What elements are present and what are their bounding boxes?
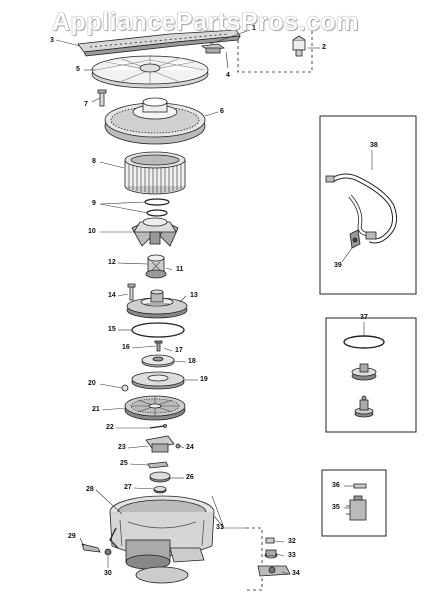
callout-36: 36 bbox=[332, 482, 340, 489]
leader-lines bbox=[55, 29, 373, 575]
part-drain-hose-clamp bbox=[81, 543, 112, 556]
callout-33: 33 bbox=[288, 552, 296, 559]
part-pump-cover bbox=[91, 55, 209, 89]
callout-39: 39 bbox=[334, 262, 342, 269]
part-bracket bbox=[200, 43, 226, 54]
part-screw bbox=[97, 89, 107, 107]
part-filter-disc bbox=[124, 395, 186, 421]
callout-2: 2 bbox=[322, 44, 326, 51]
callout-20: 20 bbox=[88, 380, 96, 387]
detail-box-hose bbox=[319, 115, 417, 295]
callout-13: 13 bbox=[190, 292, 198, 299]
callout-18: 18 bbox=[188, 358, 196, 365]
callout-35: 35 bbox=[332, 504, 340, 511]
callout-26: 26 bbox=[186, 474, 194, 481]
part-diverter bbox=[131, 217, 179, 247]
callout-31: 31 bbox=[216, 524, 224, 531]
part-gasket bbox=[131, 322, 185, 338]
part-upper-spray-arm bbox=[77, 29, 241, 57]
part-coupler bbox=[149, 471, 171, 483]
part-small-seal bbox=[153, 486, 167, 494]
part-lower-plate bbox=[131, 371, 185, 390]
callout-17: 17 bbox=[175, 347, 183, 354]
callout-27: 27 bbox=[124, 484, 132, 491]
callout-3: 3 bbox=[50, 37, 54, 44]
callout-5: 5 bbox=[76, 66, 80, 73]
callout-8: 8 bbox=[92, 158, 96, 165]
detail-box-seal-kit bbox=[325, 317, 417, 433]
part-seal-plate bbox=[141, 354, 175, 368]
callout-30: 30 bbox=[104, 570, 112, 577]
callout-6: 6 bbox=[220, 108, 224, 115]
callout-7: 7 bbox=[84, 101, 88, 108]
callout-32: 32 bbox=[288, 538, 296, 545]
callout-12: 12 bbox=[108, 259, 116, 266]
callout-24: 24 bbox=[186, 444, 194, 451]
detail-box-bottom bbox=[246, 527, 263, 591]
part-o-rings bbox=[144, 198, 170, 217]
part-small-screws bbox=[154, 340, 163, 352]
part-long-screw bbox=[127, 283, 136, 301]
part-drain-pump bbox=[257, 537, 291, 577]
callout-16: 16 bbox=[122, 344, 130, 351]
callout-4: 4 bbox=[226, 72, 230, 79]
part-ball bbox=[121, 384, 129, 392]
watermark-text: AppliancePartsPros.com bbox=[52, 8, 359, 36]
part-impeller bbox=[145, 254, 167, 279]
callout-21: 21 bbox=[92, 406, 100, 413]
callout-28: 28 bbox=[86, 486, 94, 493]
detail-box-sensor bbox=[321, 469, 387, 537]
callout-23: 23 bbox=[118, 444, 126, 451]
callout-11: 11 bbox=[176, 266, 184, 273]
callout-1: 1 bbox=[252, 25, 256, 32]
part-cap bbox=[147, 461, 169, 469]
callout-19: 19 bbox=[200, 376, 208, 383]
part-pump-plate bbox=[126, 289, 188, 319]
callout-29: 29 bbox=[68, 533, 76, 540]
callout-37: 37 bbox=[360, 314, 368, 321]
callout-14: 14 bbox=[108, 292, 116, 299]
part-sump-assembly bbox=[109, 495, 215, 584]
part-motor-mount bbox=[145, 435, 181, 453]
callout-22: 22 bbox=[106, 424, 114, 431]
detail-box-top bbox=[237, 30, 313, 73]
part-nut bbox=[292, 35, 306, 57]
callout-15: 15 bbox=[108, 326, 116, 333]
part-housing bbox=[104, 97, 206, 145]
part-pin bbox=[149, 424, 167, 429]
callout-25: 25 bbox=[120, 460, 128, 467]
callout-34: 34 bbox=[292, 570, 300, 577]
callout-10: 10 bbox=[88, 228, 96, 235]
part-filter-screen bbox=[124, 151, 186, 195]
callout-9: 9 bbox=[92, 200, 96, 207]
callout-38: 38 bbox=[370, 142, 378, 149]
